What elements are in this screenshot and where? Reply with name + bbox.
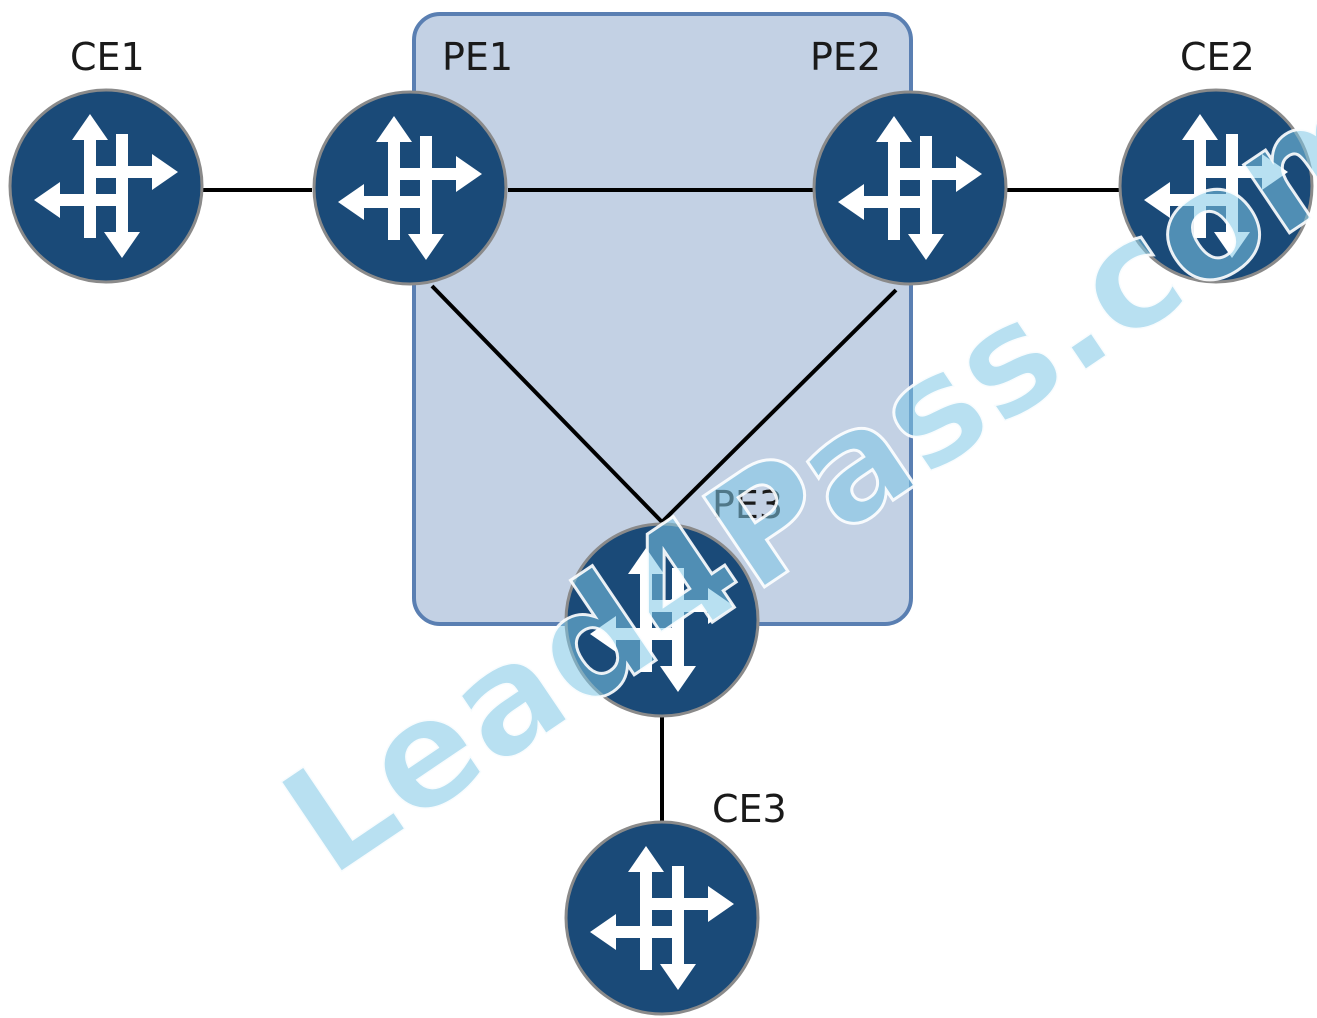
link-pe2-pe3 [660, 288, 898, 524]
router-ce1[interactable] [8, 88, 204, 284]
label-pe1: PE1 [442, 35, 513, 79]
router-icon [1118, 88, 1314, 284]
router-icon [8, 88, 204, 284]
router-pe3[interactable] [564, 522, 760, 718]
link-pe1-pe3 [430, 284, 664, 524]
router-icon [312, 90, 508, 286]
router-icon [812, 90, 1008, 286]
router-icon [564, 522, 760, 718]
router-ce3[interactable] [564, 820, 760, 1016]
router-icon [564, 820, 760, 1016]
links [200, 188, 1120, 826]
router-pe2[interactable] [812, 90, 1008, 286]
label-ce2: CE2 [1180, 35, 1255, 79]
router-pe1[interactable] [312, 90, 508, 286]
router-ce2[interactable] [1118, 88, 1314, 284]
label-pe3: PE3 [712, 483, 783, 527]
label-ce3: CE3 [712, 787, 787, 831]
label-pe2: PE2 [810, 35, 881, 79]
label-ce1: CE1 [70, 35, 145, 79]
